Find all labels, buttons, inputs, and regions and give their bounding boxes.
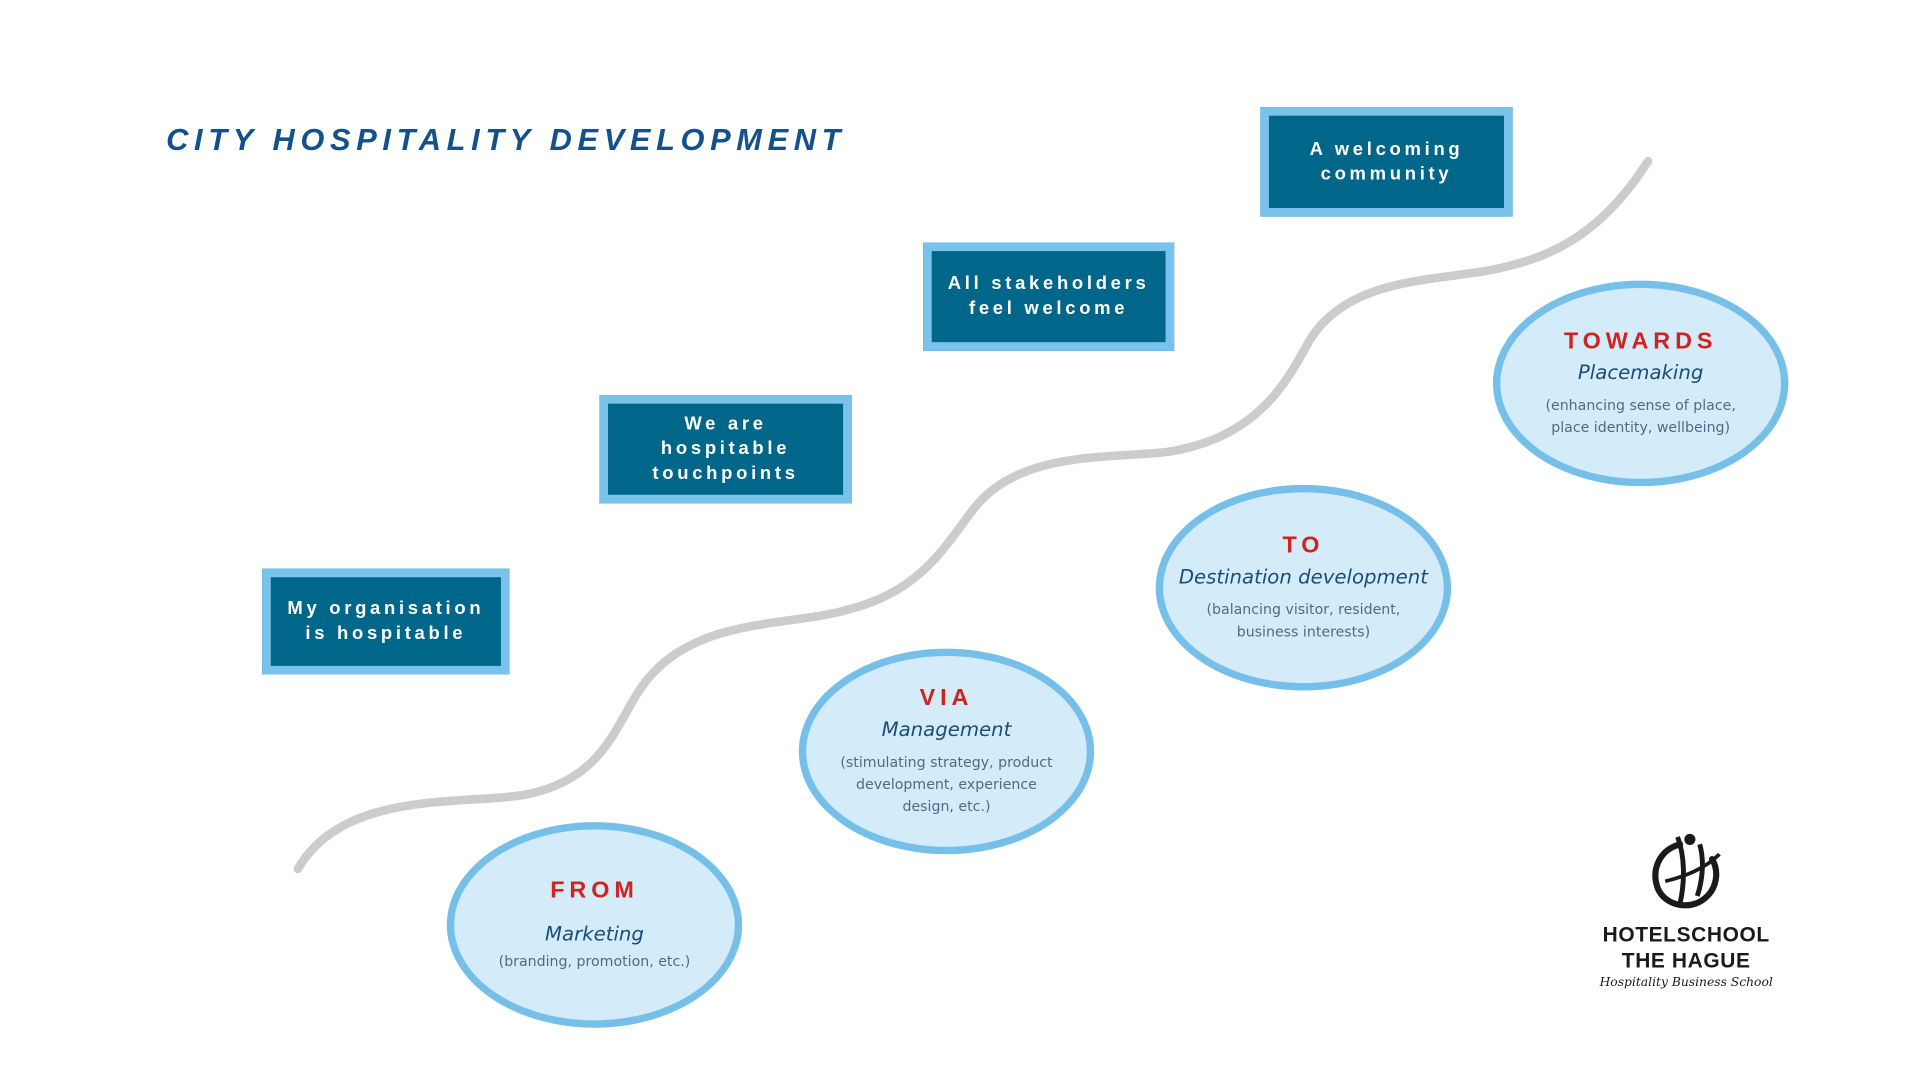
stage-description: (balancing visitor, resident, business i…	[1206, 600, 1401, 641]
stage-description: (stimulating strategy, product developme…	[840, 753, 1053, 815]
stage-heading: TO	[1282, 532, 1325, 559]
box-line: hospitable	[660, 438, 791, 460]
logo-tagline: Hospitality Business School	[1599, 976, 1773, 990]
logo-emblem-icon	[1652, 833, 1721, 909]
stage-description: (enhancing sense of place, place identit…	[1545, 396, 1736, 436]
stage-via: VIA Management (stimulating strategy, pr…	[798, 648, 1095, 855]
stage-to: TO Destination development (balancing vi…	[1155, 484, 1452, 691]
logo-line: THE HAGUE	[1621, 948, 1751, 973]
box-line: touchpoints	[652, 462, 799, 484]
stage-from: FROM Marketing (branding, promotion, etc…	[446, 822, 743, 1028]
stage-heading: FROM	[550, 877, 639, 904]
box-line: My organisation	[287, 598, 485, 620]
page-title: CITY HOSPITALITY DEVELOPMENT	[166, 123, 847, 158]
stage-title: Placemaking	[1577, 360, 1704, 385]
stage-heading: VIA	[919, 685, 974, 712]
stage-title: Destination development	[1178, 564, 1428, 589]
box-line: A welcoming	[1309, 138, 1464, 160]
progress-curve	[293, 156, 1653, 874]
box-line: We are	[684, 413, 767, 435]
hotelschool-logo: HOTELSCHOOL THE HAGUE Hospitality Busine…	[1582, 827, 1791, 990]
stage-description: (branding, promotion, etc.)	[498, 952, 691, 970]
stage-towards: TOWARDS Placemaking (enhancing sense of …	[1492, 280, 1789, 487]
step-box-community: A welcoming community	[1260, 107, 1513, 217]
box-line: is hospitable	[305, 622, 467, 644]
box-line: All stakeholders	[947, 273, 1150, 295]
box-line: feel welcome	[969, 297, 1129, 319]
box-line: community	[1320, 163, 1453, 185]
logo-line: HOTELSCHOOL	[1602, 923, 1770, 947]
stage-title: Management	[881, 717, 1012, 741]
stage-heading: TOWARDS	[1563, 328, 1718, 355]
stage-title: Marketing	[545, 921, 644, 946]
